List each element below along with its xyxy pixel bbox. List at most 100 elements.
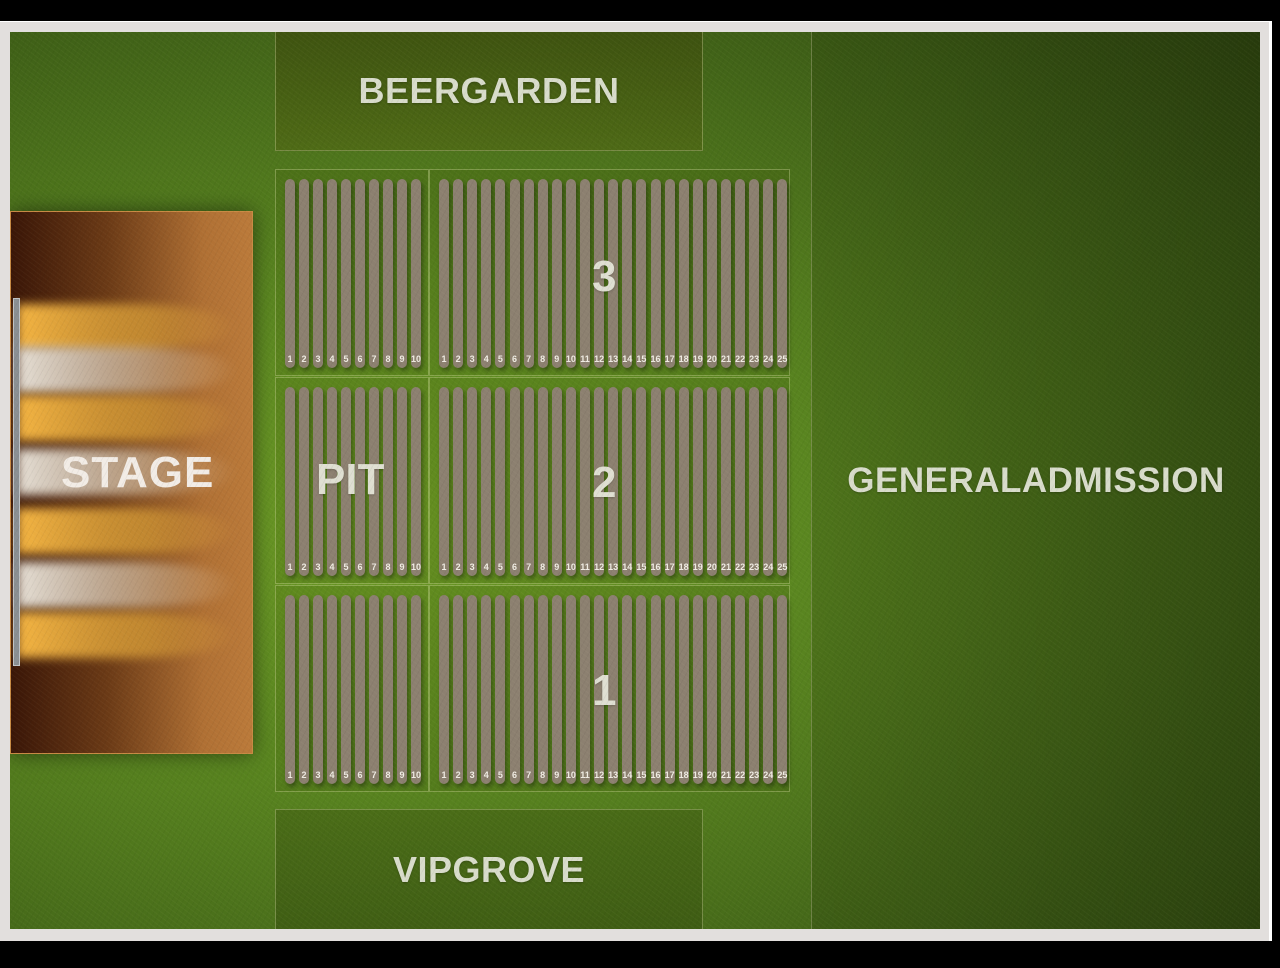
seat-row[interactable]: 23 [749,179,760,368]
seat-row[interactable]: 7 [523,595,534,784]
seat-row[interactable]: 9 [397,387,407,576]
seat-row[interactable]: 7 [523,179,534,368]
seat-row[interactable]: 1 [285,179,295,368]
seat-row[interactable]: 4 [481,387,492,576]
seat-row[interactable]: 22 [735,595,746,784]
seat-row[interactable]: 6 [355,387,365,576]
seat-row[interactable]: 2 [299,179,309,368]
seat-row[interactable]: 19 [693,179,703,368]
seat-row[interactable]: 17 [665,179,675,368]
seat-row[interactable]: 3 [313,387,323,576]
seat-row[interactable]: 6 [509,387,520,576]
seat-row[interactable]: 14 [622,179,633,368]
seat-row[interactable]: 20 [707,387,717,576]
seat-row[interactable]: 19 [693,595,703,784]
seat-row[interactable]: 16 [650,387,661,576]
seat-row[interactable]: 11 [580,595,590,784]
seat-row[interactable]: 24 [763,595,774,784]
seat-row[interactable]: 4 [327,595,337,784]
seat-row[interactable]: 4 [481,595,492,784]
seat-row[interactable]: 8 [537,179,548,368]
zone-vipgrove[interactable]: VIPGROVE [275,809,703,929]
seat-row[interactable]: 13 [608,179,619,368]
seat-row[interactable]: 20 [707,179,717,368]
seat-row[interactable]: 19 [693,387,703,576]
seat-row[interactable]: 25 [777,387,788,576]
seat-row[interactable]: 8 [383,179,393,368]
seat-row[interactable]: 1 [439,179,449,368]
seat-row[interactable]: 22 [735,179,746,368]
seat-row[interactable]: 9 [551,387,562,576]
seat-row[interactable]: 18 [679,387,689,576]
seat-row[interactable]: 5 [341,387,351,576]
seat-row[interactable]: 14 [622,387,633,576]
seat-row[interactable]: 11 [580,179,590,368]
seat-row[interactable]: 14 [622,595,633,784]
zone-beergarden[interactable]: BEERGARDEN [275,32,703,151]
seat-row[interactable]: 17 [665,595,675,784]
seat-row[interactable]: 13 [608,595,619,784]
seat-row[interactable]: 10 [566,595,576,784]
seat-row[interactable]: 10 [411,595,421,784]
seat-row[interactable]: 12 [594,595,605,784]
seat-row[interactable]: 21 [721,595,731,784]
seat-row[interactable]: 13 [608,387,619,576]
seat-row[interactable]: 22 [735,387,746,576]
seat-row[interactable]: 9 [551,595,562,784]
seat-row[interactable]: 2 [453,595,464,784]
seat-row[interactable]: 10 [411,179,421,368]
seat-row[interactable]: 2 [453,179,464,368]
seat-row[interactable]: 2 [453,387,464,576]
seat-row[interactable]: 11 [580,387,590,576]
seat-row[interactable]: 23 [749,595,760,784]
seat-row[interactable]: 20 [707,595,717,784]
seat-row[interactable]: 12 [594,387,605,576]
seat-row[interactable]: 7 [523,387,534,576]
seat-row[interactable]: 2 [299,387,309,576]
seat-row[interactable]: 12 [594,179,605,368]
seat-row[interactable]: 21 [721,179,731,368]
seat-row[interactable]: 24 [763,387,774,576]
seat-row[interactable]: 3 [313,595,323,784]
seat-row[interactable]: 23 [749,387,760,576]
seat-row[interactable]: 6 [509,179,520,368]
seat-row[interactable]: 15 [636,179,647,368]
seat-row[interactable]: 5 [341,179,351,368]
seat-row[interactable]: 7 [369,595,379,784]
seat-row[interactable]: 3 [467,179,478,368]
seat-row[interactable]: 16 [650,179,661,368]
seat-row[interactable]: 25 [777,595,788,784]
seat-row[interactable]: 9 [397,179,407,368]
seat-row[interactable]: 8 [383,387,393,576]
seat-row[interactable]: 15 [636,387,647,576]
seat-row[interactable]: 5 [495,179,506,368]
seat-row[interactable]: 9 [551,179,562,368]
seat-row[interactable]: 21 [721,387,731,576]
seat-row[interactable]: 3 [467,595,478,784]
seat-row[interactable]: 15 [636,595,647,784]
seat-row[interactable]: 10 [566,179,576,368]
seat-row[interactable]: 1 [285,595,295,784]
seat-row[interactable]: 4 [327,387,337,576]
seat-row[interactable]: 1 [439,595,449,784]
seat-row[interactable]: 4 [481,179,492,368]
seat-row[interactable]: 5 [495,387,506,576]
seat-row[interactable]: 10 [411,387,421,576]
seat-row[interactable]: 8 [537,387,548,576]
seat-row[interactable]: 17 [665,387,675,576]
seat-row[interactable]: 3 [313,179,323,368]
seat-row[interactable]: 9 [397,595,407,784]
seat-row[interactable]: 1 [285,387,295,576]
seat-row[interactable]: 8 [537,595,548,784]
seat-row[interactable]: 24 [763,179,774,368]
seat-row[interactable]: 7 [369,179,379,368]
seat-row[interactable]: 4 [327,179,337,368]
seat-row[interactable]: 1 [439,387,449,576]
seat-row[interactable]: 18 [679,179,689,368]
seat-row[interactable]: 7 [369,387,379,576]
seat-row[interactable]: 3 [467,387,478,576]
